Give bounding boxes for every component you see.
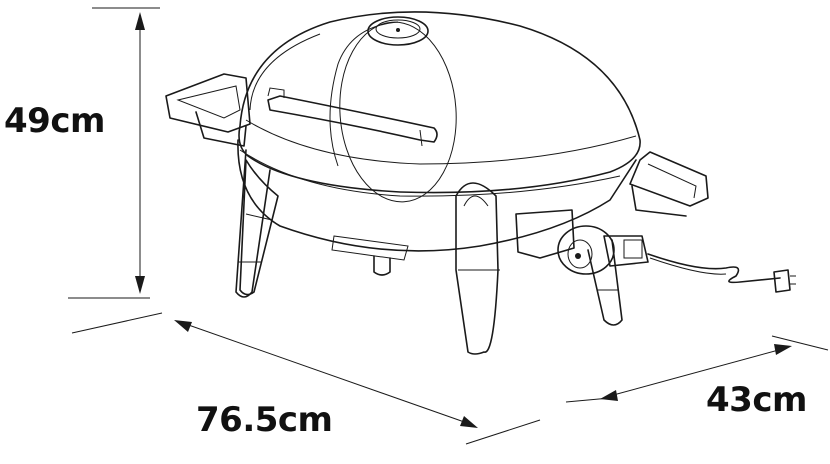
grill-grease-tray — [331, 235, 409, 261]
height-arrowhead-top — [135, 12, 145, 30]
gas-regulator — [515, 209, 575, 259]
power-cord — [647, 253, 781, 284]
grill-leg-front-center — [455, 182, 499, 355]
grill-side-handle-left — [165, 73, 251, 133]
grill-leg-back-left — [235, 149, 271, 298]
grill-leg-front-left — [239, 159, 279, 296]
grill-leg-back-right — [587, 239, 623, 326]
depth-dimension-guide — [565, 335, 829, 403]
grill-illustration — [165, 11, 796, 355]
width-arrowhead-right — [460, 416, 478, 428]
grill-side-handle-right — [629, 151, 709, 207]
grill-lid-handle — [267, 95, 438, 143]
depth-dimension-label: 43cm — [706, 380, 807, 420]
grill-firebox — [237, 139, 637, 252]
power-plug-icon — [773, 269, 791, 293]
width-dimension-label: 76.5cm — [196, 400, 333, 440]
grill-lid — [238, 11, 641, 194]
depth-arrowhead-left — [600, 390, 618, 401]
control-knob-icon — [557, 225, 615, 275]
width-arrowhead-left — [174, 320, 192, 332]
depth-arrowhead-right — [774, 344, 792, 355]
temperature-gauge-icon — [367, 16, 429, 46]
width-dimension-guide — [71, 312, 541, 445]
height-dimension-guide — [68, 7, 160, 299]
height-dimension-label: 49cm — [4, 101, 105, 141]
height-arrowhead-bottom — [135, 276, 145, 294]
